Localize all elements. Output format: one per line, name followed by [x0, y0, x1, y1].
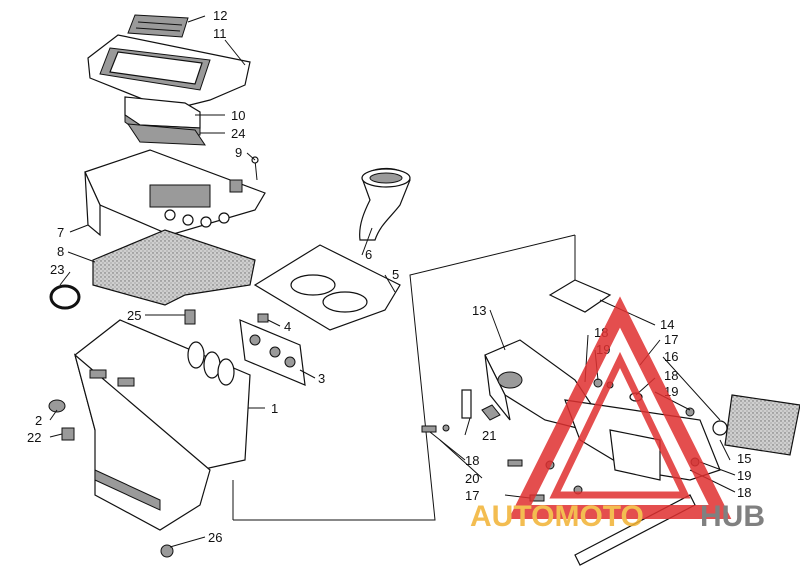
part-2-plug	[48, 399, 66, 413]
callout-5: 5	[392, 267, 399, 282]
callout-16: 16	[664, 349, 678, 364]
callout-18-c: 18	[465, 453, 479, 468]
part-21-strip	[461, 389, 501, 421]
callout-1: 1	[271, 401, 278, 416]
callout-8: 8	[57, 244, 64, 259]
callout-25: 25	[127, 308, 141, 323]
part-23-clamp	[49, 284, 81, 310]
part-22-clip	[61, 427, 75, 441]
callout-2: 2	[35, 413, 42, 428]
part-4-bolt	[257, 313, 269, 323]
callout-15: 15	[737, 451, 751, 466]
callout-13: 13	[472, 303, 486, 318]
part-9-screw	[251, 156, 259, 181]
callout-9: 9	[235, 145, 242, 160]
callout-6: 6	[365, 247, 372, 262]
callout-18-d: 18	[737, 485, 751, 500]
part-20-bolt	[421, 424, 450, 433]
callout-26: 26	[208, 530, 222, 545]
callout-11: 11	[213, 26, 227, 41]
callout-21: 21	[482, 428, 496, 443]
part-6-intake-boot	[359, 167, 411, 241]
callout-19-c: 19	[737, 468, 751, 483]
watermark-logo: AUTOMOTO HUB	[470, 296, 765, 533]
part-1-airbox-lower	[73, 319, 251, 531]
callout-20: 20	[465, 471, 479, 486]
part-3-flange	[239, 319, 306, 386]
part-11-lid	[87, 34, 251, 111]
callout-23: 23	[50, 262, 64, 277]
watermark-word-automoto: AUTOMOTO	[470, 500, 644, 533]
callout-17-a: 17	[664, 332, 678, 347]
callout-22: 22	[27, 430, 41, 445]
part-24-gasket	[127, 123, 206, 146]
callout-17-b: 17	[465, 488, 479, 503]
part-7-airbox-upper	[84, 149, 266, 237]
callout-3: 3	[318, 371, 325, 386]
callout-10: 10	[231, 108, 245, 123]
part-8-foam-filter	[92, 229, 256, 306]
part-25-fitting	[184, 309, 196, 325]
callout-24: 24	[231, 126, 245, 141]
part-26-bolt	[160, 544, 174, 558]
watermark-word-hub: HUB	[700, 500, 765, 533]
part-14-seal	[548, 279, 612, 313]
part-5-gasket-plate	[253, 244, 401, 331]
callout-4: 4	[284, 319, 291, 334]
callout-14: 14	[660, 317, 674, 332]
callout-7: 7	[57, 225, 64, 240]
part-15-foam-block	[724, 394, 800, 456]
callout-18-b: 18	[664, 368, 678, 383]
part-12-grille	[127, 14, 189, 38]
callout-12: 12	[213, 8, 227, 23]
